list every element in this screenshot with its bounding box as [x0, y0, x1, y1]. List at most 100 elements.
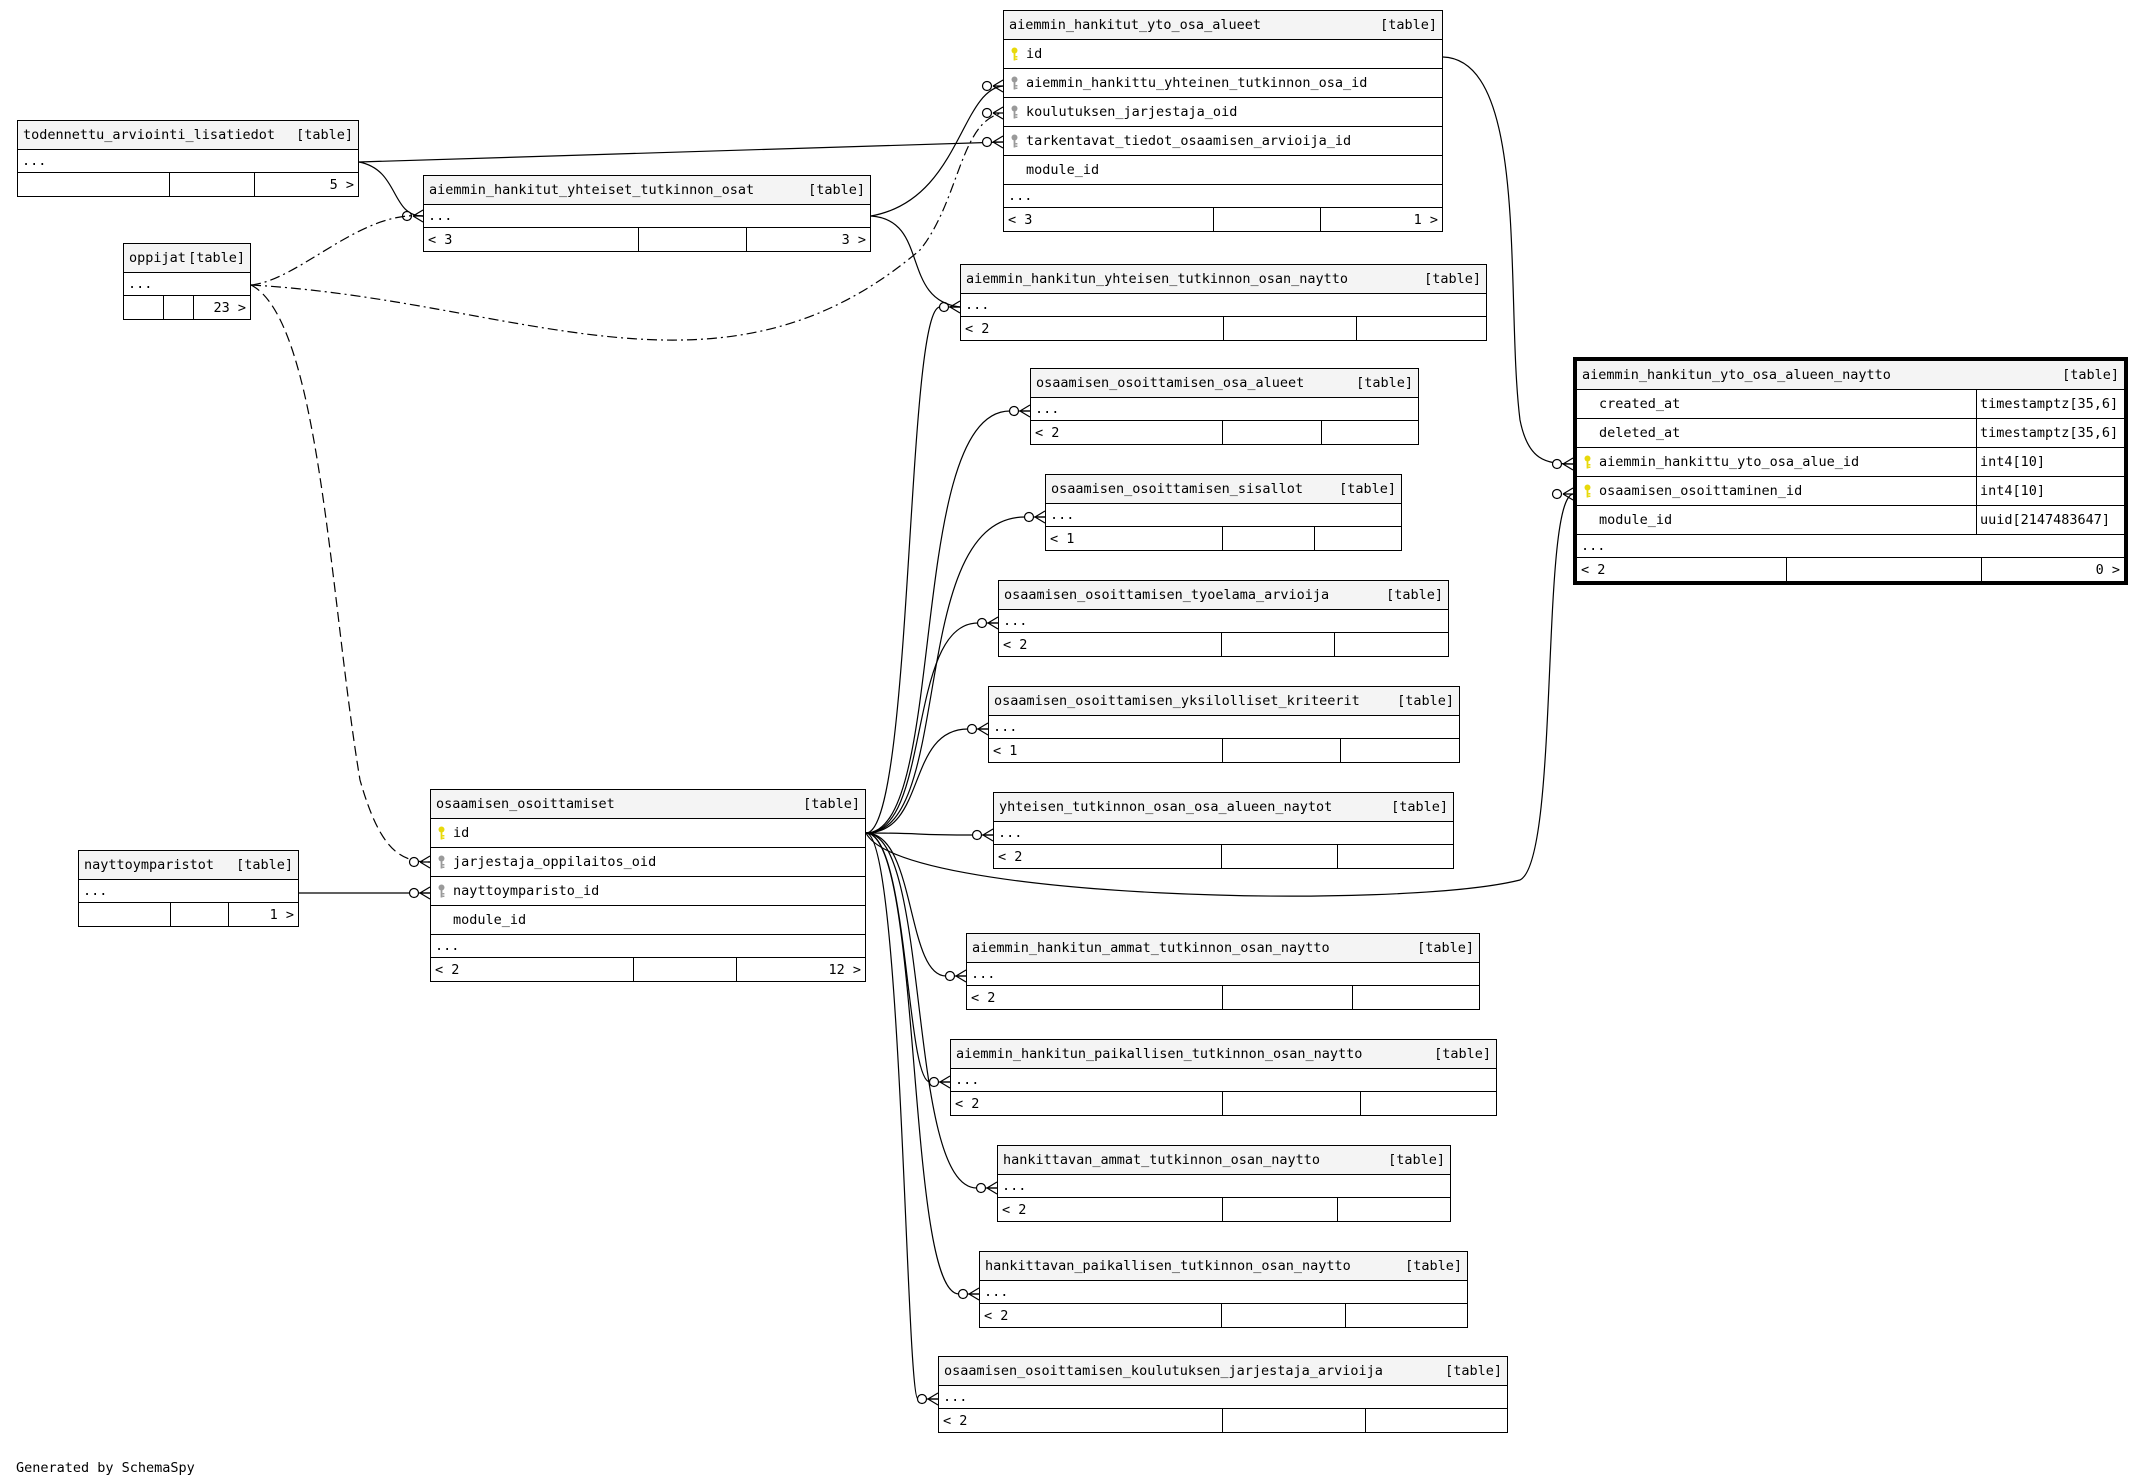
edge-kj_arvioija [865, 832, 938, 1400]
table-yhteiset[interactable]: aiemmin_hankitut_yhteiset_tutkinnon_osat… [423, 175, 871, 252]
table-footer: < 2 [994, 845, 1453, 868]
table-header: aiemmin_hankitun_yto_osa_alueen_naytto [… [1577, 361, 2124, 390]
edge-todennettu-yhteiset [358, 161, 424, 217]
column-name: koulutuksen_jarjestaja_oid [1026, 104, 1238, 120]
children-count[interactable]: 12 > [828, 961, 861, 978]
table-yto-alueet[interactable]: aiemmin_hankitut_yto_osa_alueet [table] … [1003, 10, 1443, 232]
table-hank-paik[interactable]: hankittavan_paikallisen_tutkinnon_osan_n… [979, 1251, 1468, 1328]
children-count[interactable]: 3 > [841, 231, 866, 248]
children-count[interactable] [1315, 527, 1401, 550]
children-count[interactable] [1346, 1304, 1467, 1327]
table-tyoelama[interactable]: osaamisen_osoittamisen_tyoelama_arvioija… [998, 580, 1449, 657]
column-row: module_id uuid[2147483647] [1577, 506, 2124, 535]
column-type: timestamptz[35,6] [1976, 419, 2124, 447]
crows-foot-marker [975, 1181, 998, 1195]
parents-count[interactable]: < 1 [1046, 527, 1223, 550]
more-columns: ... [980, 1281, 1467, 1304]
edge-focus-yto [1442, 56, 1574, 465]
more-columns: ... [1577, 535, 2124, 558]
table-header: osaamisen_osoittamisen_osa_alueet [table… [1031, 369, 1418, 398]
table-footer: 1 > [79, 903, 298, 926]
table-name: osaamisen_osoittamisen_tyoelama_arvioija [1004, 587, 1330, 603]
table-name: aiemmin_hankitun_yto_osa_alueen_naytto [1582, 367, 1891, 383]
parents-count[interactable]: < 2 [994, 845, 1222, 868]
rows-count [639, 228, 747, 251]
column-name: aiemmin_hankittu_yhteinen_tutkinnon_osa_… [1026, 75, 1368, 91]
rows-count [1223, 1409, 1366, 1432]
table-kj-arvioija[interactable]: osaamisen_osoittamisen_koulutuksen_jarje… [938, 1356, 1508, 1433]
table-osoittamiset[interactable]: osaamisen_osoittamiset [table] id jarjes… [430, 789, 866, 982]
children-count[interactable] [1335, 633, 1448, 656]
table-type-tag: [table] [2062, 367, 2119, 383]
more-columns: ... [79, 880, 298, 903]
table-ammat-naytto[interactable]: aiemmin_hankitun_ammat_tutkinnon_osan_na… [966, 933, 1480, 1010]
table-name: hankittavan_paikallisen_tutkinnon_osan_n… [985, 1258, 1351, 1274]
table-paik-naytto[interactable]: aiemmin_hankitun_paikallisen_tutkinnon_o… [950, 1039, 1497, 1116]
parents-count[interactable]: < 2 [999, 633, 1222, 656]
parents-count[interactable]: < 2 [951, 1092, 1223, 1115]
table-yhteisen-naytto[interactable]: aiemmin_hankitun_yhteisen_tutkinnon_osan… [960, 264, 1487, 341]
children-count[interactable] [1338, 845, 1453, 868]
children-count[interactable] [1353, 986, 1479, 1009]
column-row: jarjestaja_oppilaitos_oid [431, 848, 865, 877]
children-count[interactable] [1357, 317, 1486, 340]
table-sisallot[interactable]: osaamisen_osoittamisen_sisallot [table].… [1045, 474, 1402, 551]
parents-count[interactable]: < 2 [939, 1409, 1223, 1432]
crows-foot-marker [981, 135, 1004, 149]
parents-count[interactable] [79, 903, 171, 926]
table-oppijat[interactable]: oppijat [table]... 23 > [123, 243, 251, 320]
children-count[interactable]: 0 > [2095, 561, 2120, 578]
children-count[interactable] [1366, 1409, 1507, 1432]
parents-count[interactable]: < 3 [424, 228, 639, 251]
rows-count [1223, 527, 1315, 550]
rows-count [1223, 739, 1341, 762]
children-count[interactable]: 23 > [213, 299, 246, 316]
table-footer: < 3 1 > [1004, 208, 1442, 231]
table-header: osaamisen_osoittamisen_yksilolliset_krit… [989, 687, 1459, 716]
table-yt-naytot[interactable]: yhteisen_tutkinnon_osan_osa_alueen_nayto… [993, 792, 1454, 869]
rows-count [634, 958, 737, 981]
parents-count[interactable]: < 2 [431, 958, 634, 981]
children-count[interactable] [1338, 1198, 1450, 1221]
parents-count[interactable] [18, 173, 170, 196]
table-name: aiemmin_hankitun_paikallisen_tutkinnon_o… [956, 1046, 1363, 1062]
table-focus[interactable]: aiemmin_hankitun_yto_osa_alueen_naytto [… [1573, 357, 2128, 585]
table-osa-alueet[interactable]: osaamisen_osoittamisen_osa_alueet [table… [1030, 368, 1419, 445]
column-row: osaamisen_osoittaminen_id int4[10] [1577, 477, 2124, 506]
parents-count[interactable]: < 2 [967, 986, 1223, 1009]
table-todennettu[interactable]: todennettu_arviointi_lisatiedot [table].… [17, 120, 359, 197]
more-columns: ... [967, 963, 1479, 986]
edge-sisallot [865, 516, 1045, 834]
table-header: yhteisen_tutkinnon_osan_osa_alueen_nayto… [994, 793, 1453, 822]
parents-count[interactable]: < 2 [1031, 421, 1223, 444]
parents-count[interactable]: < 1 [989, 739, 1223, 762]
rows-count [171, 903, 229, 926]
column-name: id [1026, 46, 1043, 62]
children-count[interactable]: 5 > [329, 176, 354, 193]
table-footer: < 1 [989, 739, 1459, 762]
parents-count[interactable]: < 2 [961, 317, 1224, 340]
children-count[interactable]: 1 > [269, 906, 294, 923]
children-count[interactable]: 1 > [1413, 211, 1438, 228]
children-count[interactable] [1341, 739, 1459, 762]
parents-count[interactable]: < 2 [998, 1198, 1223, 1221]
crows-foot-marker [1551, 487, 1574, 501]
primary-key-icon [438, 826, 444, 840]
column-row: tarkentavat_tiedot_osaamisen_arvioija_id [1004, 127, 1442, 156]
parents-count[interactable]: < 3 [1004, 208, 1214, 231]
table-hank-ammat[interactable]: hankittavan_ammat_tutkinnon_osan_naytto … [997, 1145, 1451, 1222]
crows-foot-marker [944, 969, 967, 983]
parents-count[interactable]: < 2 [1577, 558, 1787, 581]
table-header: osaamisen_osoittamisen_tyoelama_arvioija… [999, 581, 1448, 610]
parents-count[interactable]: < 2 [980, 1304, 1222, 1327]
table-header: aiemmin_hankitut_yto_osa_alueet [table] [1004, 11, 1442, 40]
parents-count[interactable] [124, 296, 164, 319]
children-count[interactable] [1322, 421, 1418, 444]
table-kriteerit[interactable]: osaamisen_osoittamisen_yksilolliset_krit… [988, 686, 1460, 763]
table-header: aiemmin_hankitut_yhteiset_tutkinnon_osat… [424, 176, 870, 205]
children-count[interactable] [1361, 1092, 1496, 1115]
table-nayttoymparistot[interactable]: nayttoymparistot [table]... 1 > [78, 850, 299, 927]
table-type-tag: [table] [1397, 693, 1454, 709]
rows-count [164, 296, 194, 319]
crows-foot-marker [916, 1392, 939, 1406]
